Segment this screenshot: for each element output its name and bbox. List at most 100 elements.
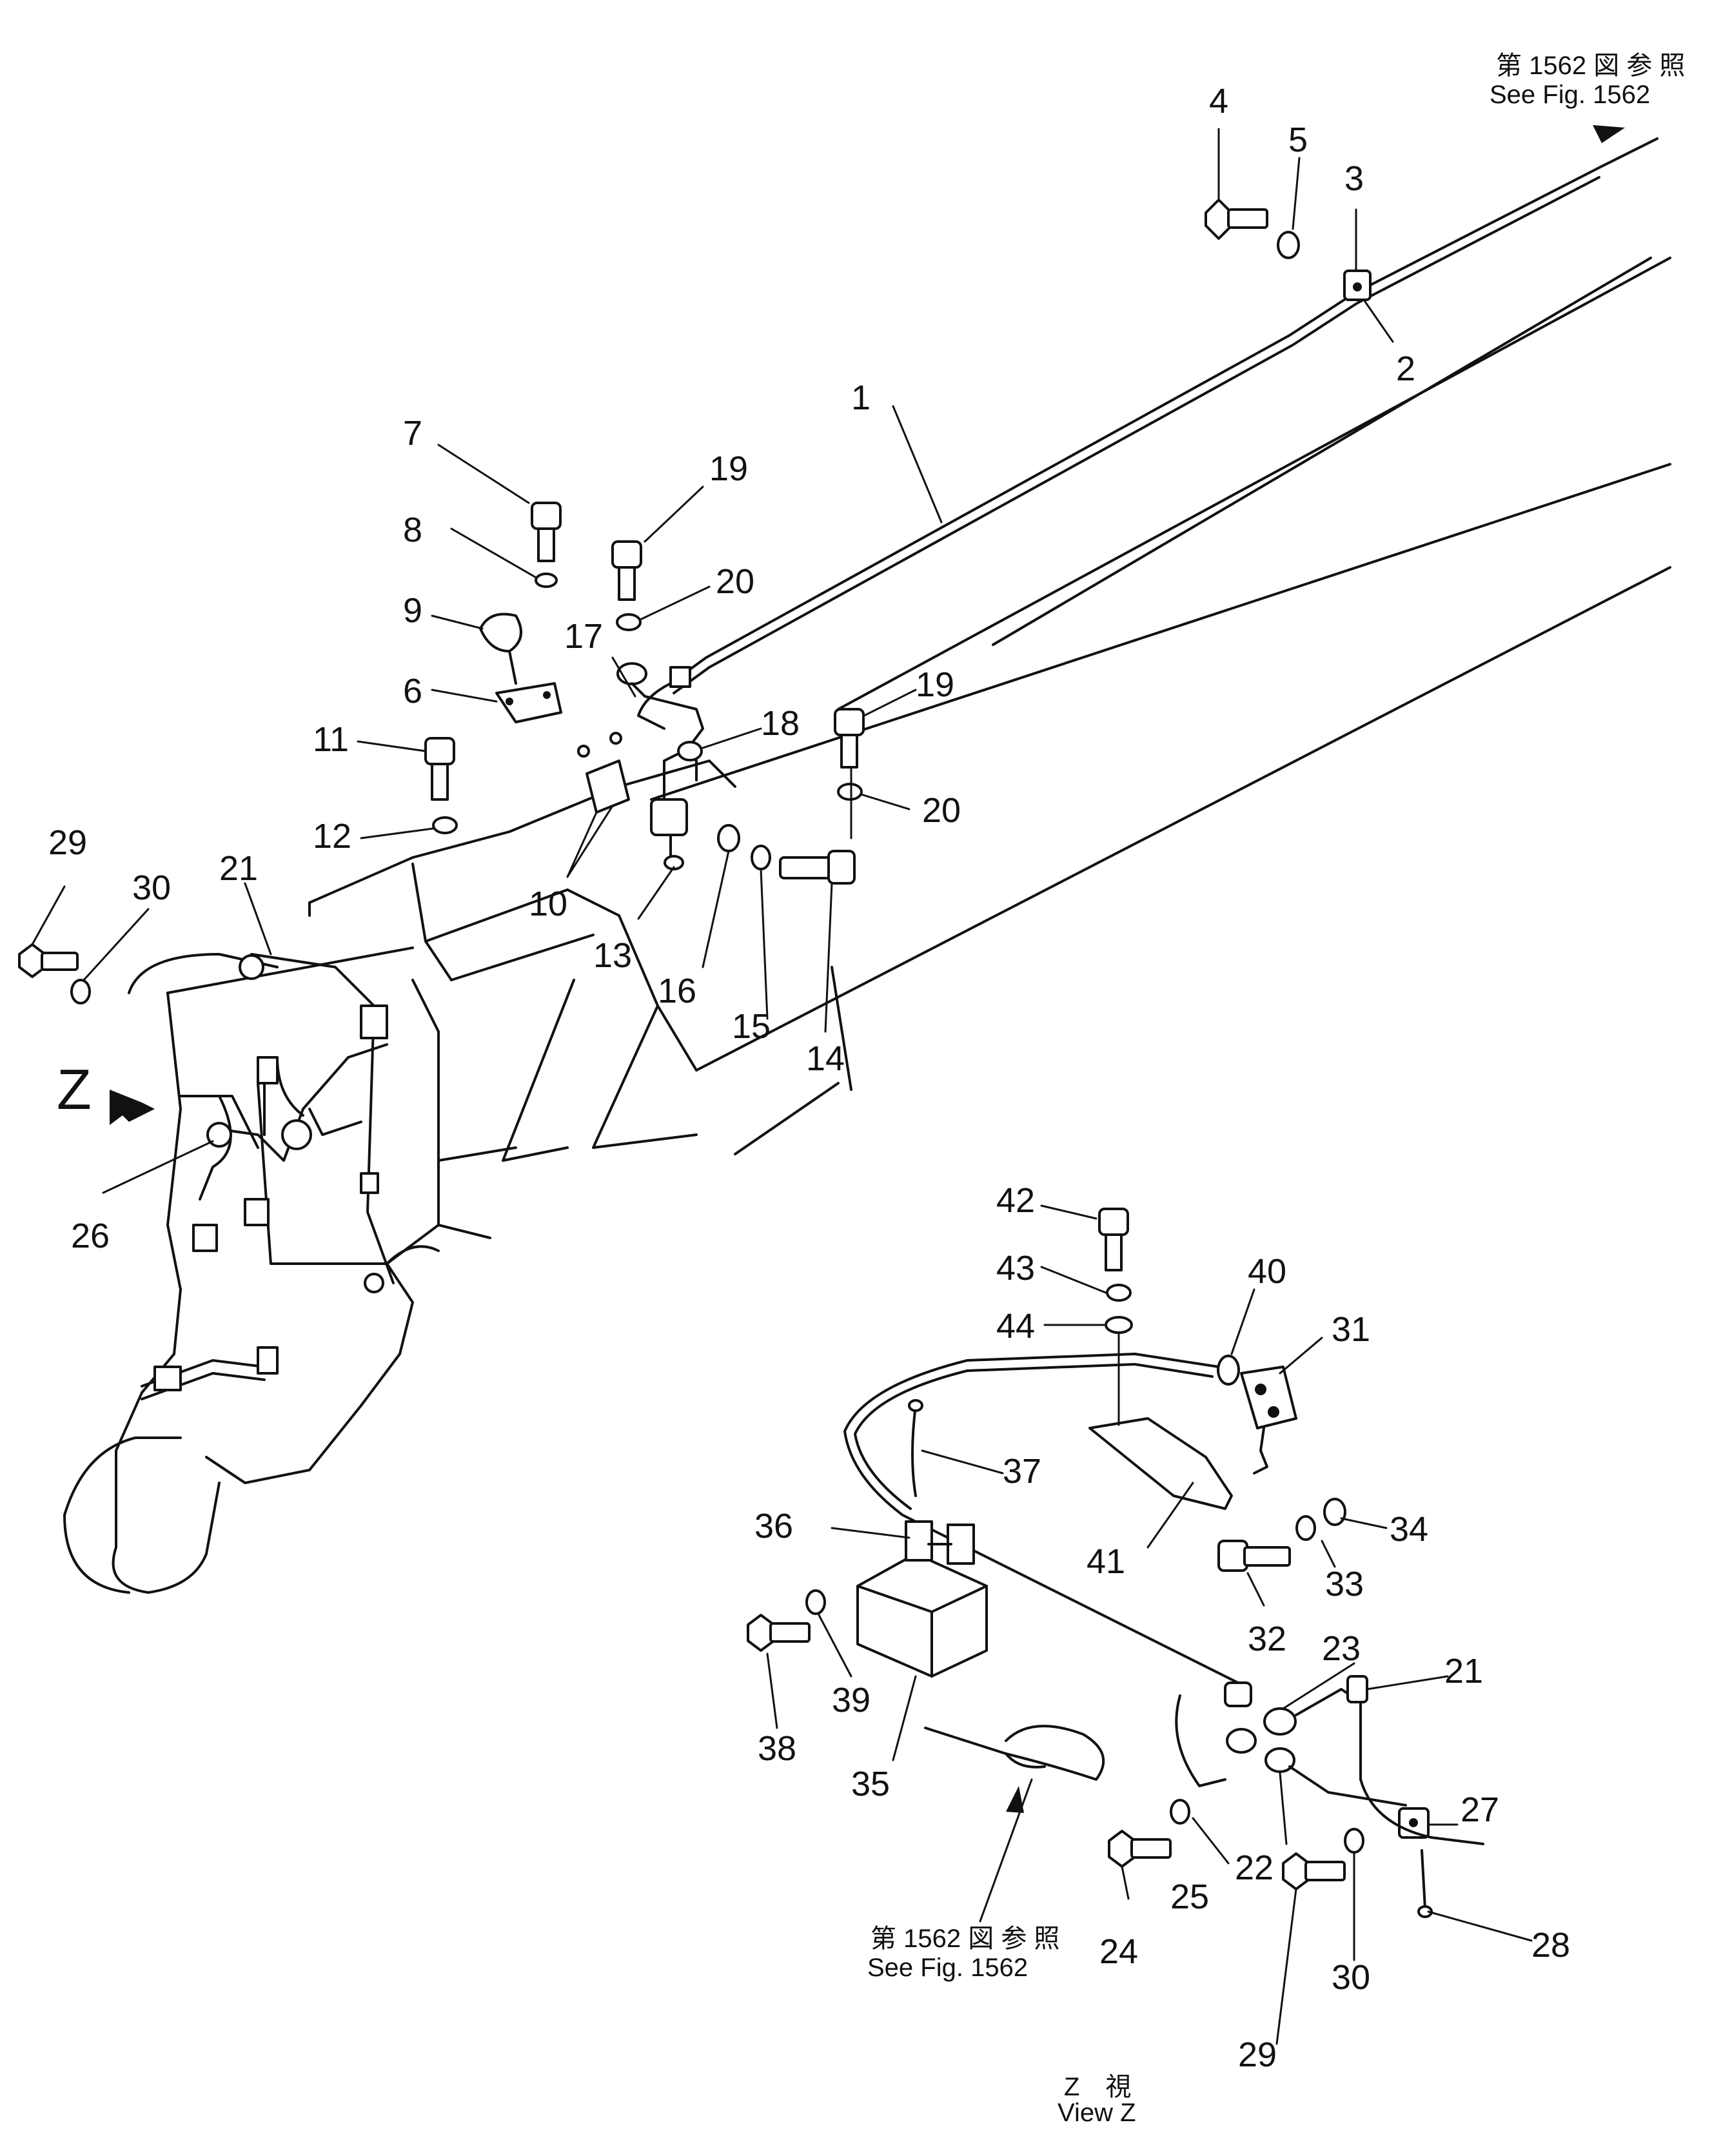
bracket-10	[585, 760, 630, 814]
callout-26: 26	[71, 1217, 110, 1255]
callout-10: 10	[529, 885, 567, 923]
bolt-11	[424, 737, 455, 801]
callout-22: 22	[1235, 1848, 1274, 1887]
callout-19-upper: 19	[709, 449, 748, 488]
clamp-2	[1343, 270, 1372, 301]
washer-43	[1106, 1284, 1132, 1302]
callout-24: 24	[1099, 1932, 1138, 1971]
bolt-29-right	[1282, 1852, 1346, 1890]
connector-end	[1224, 1681, 1252, 1707]
callout-38: 38	[758, 1729, 796, 1768]
relay-35	[856, 1553, 988, 1678]
view-arrow-label: Z	[57, 1057, 92, 1121]
connector-36	[905, 1520, 975, 1565]
view-z-detail	[747, 1208, 1484, 1923]
bolt-29-left	[18, 943, 79, 978]
washer-39	[805, 1589, 826, 1615]
callout-33: 33	[1325, 1565, 1364, 1603]
callout-30-right: 30	[1332, 1958, 1370, 1997]
callout-20-lower: 20	[922, 791, 961, 830]
callout-30-left: 30	[132, 868, 171, 907]
washer-5	[1277, 231, 1300, 259]
callout-27: 27	[1461, 1790, 1499, 1829]
arrow-to-fig-bottom	[1006, 1786, 1024, 1813]
callout-18: 18	[761, 704, 800, 743]
washer-20-lower	[837, 783, 863, 801]
callout-3: 3	[1344, 159, 1364, 198]
callout-23: 23	[1322, 1629, 1361, 1668]
washer-8	[535, 573, 558, 588]
lamp-9	[479, 612, 522, 652]
view-arrow	[110, 1090, 155, 1125]
callout-34: 34	[1390, 1510, 1428, 1549]
callout-5: 5	[1288, 121, 1308, 159]
callout-32: 32	[1248, 1620, 1286, 1658]
washer-20-upper	[616, 613, 642, 631]
callout-41: 41	[1087, 1542, 1125, 1581]
callout-31: 31	[1332, 1310, 1370, 1349]
washer-16	[717, 824, 740, 852]
callout-42: 42	[996, 1181, 1035, 1220]
callout-44: 44	[996, 1307, 1035, 1346]
callout-25: 25	[1170, 1877, 1209, 1916]
bolt-42	[1098, 1208, 1129, 1271]
washer-15	[751, 845, 771, 870]
bolt-38	[747, 1614, 811, 1652]
callout-14: 14	[806, 1039, 845, 1078]
boom	[650, 257, 1671, 1155]
callout-28: 28	[1531, 1926, 1570, 1965]
bolt-7	[531, 502, 562, 562]
callout-21-right: 21	[1444, 1652, 1483, 1690]
callout-4: 4	[1209, 82, 1228, 121]
callout-39: 39	[832, 1681, 871, 1720]
callout-8: 8	[403, 511, 422, 549]
washer-30-left	[70, 979, 91, 1004]
washer-12	[432, 816, 458, 834]
cab-body	[63, 760, 736, 1594]
bolt-32	[1217, 1540, 1291, 1572]
ref-bottom-en: See Fig. 1562	[867, 1954, 1028, 1982]
callout-6: 6	[403, 672, 422, 710]
callout-17: 17	[564, 617, 603, 656]
ref-top-en: See Fig. 1562	[1490, 81, 1650, 109]
callout-2: 2	[1396, 349, 1415, 388]
callout-40: 40	[1248, 1252, 1286, 1291]
switch-13	[650, 750, 698, 870]
leader-lines-lower	[766, 1204, 1533, 2045]
plate-41	[1088, 1417, 1233, 1510]
connector-18	[677, 741, 703, 761]
bolt-4	[1205, 199, 1268, 240]
clamp-27	[1359, 1778, 1484, 1845]
callout-37: 37	[1003, 1452, 1041, 1491]
harness-1	[637, 125, 1658, 730]
loop-wire	[924, 1725, 1105, 1781]
washer-34	[1323, 1498, 1346, 1526]
callout-20-upper: 20	[716, 562, 754, 601]
callout-43: 43	[996, 1249, 1035, 1288]
tie-37	[911, 1404, 917, 1497]
callout-15: 15	[732, 1007, 771, 1046]
callout-12: 12	[313, 817, 351, 856]
view-caption-en: View Z	[1058, 2099, 1136, 2127]
callout-numbers: 1 2 3 4 5 6 7 8 9 10 11 12 13 14 15 16 1…	[48, 82, 1570, 2074]
callout-36: 36	[754, 1507, 793, 1545]
switch-31	[1240, 1366, 1297, 1475]
washer-44	[1105, 1316, 1133, 1334]
callout-19-lower: 19	[916, 665, 954, 704]
washer-33	[1295, 1515, 1316, 1541]
ref-bottom-jp: 第 1562 図 参 照	[871, 1925, 1059, 1953]
arrow-to-fig-top	[1593, 125, 1625, 143]
callout-16: 16	[658, 972, 696, 1010]
bolt-14	[779, 850, 856, 885]
bolt-24	[1108, 1830, 1172, 1868]
tie-28	[1421, 1849, 1426, 1910]
callout-21-left: 21	[219, 849, 258, 888]
connectors-22-23	[1175, 1675, 1407, 1807]
washer-30-right	[1344, 1828, 1364, 1854]
callout-7: 7	[403, 414, 422, 453]
bolt-19-lower	[834, 708, 865, 769]
cab-harness	[128, 953, 395, 1400]
callout-11: 11	[313, 720, 349, 759]
callout-1: 1	[851, 378, 871, 417]
